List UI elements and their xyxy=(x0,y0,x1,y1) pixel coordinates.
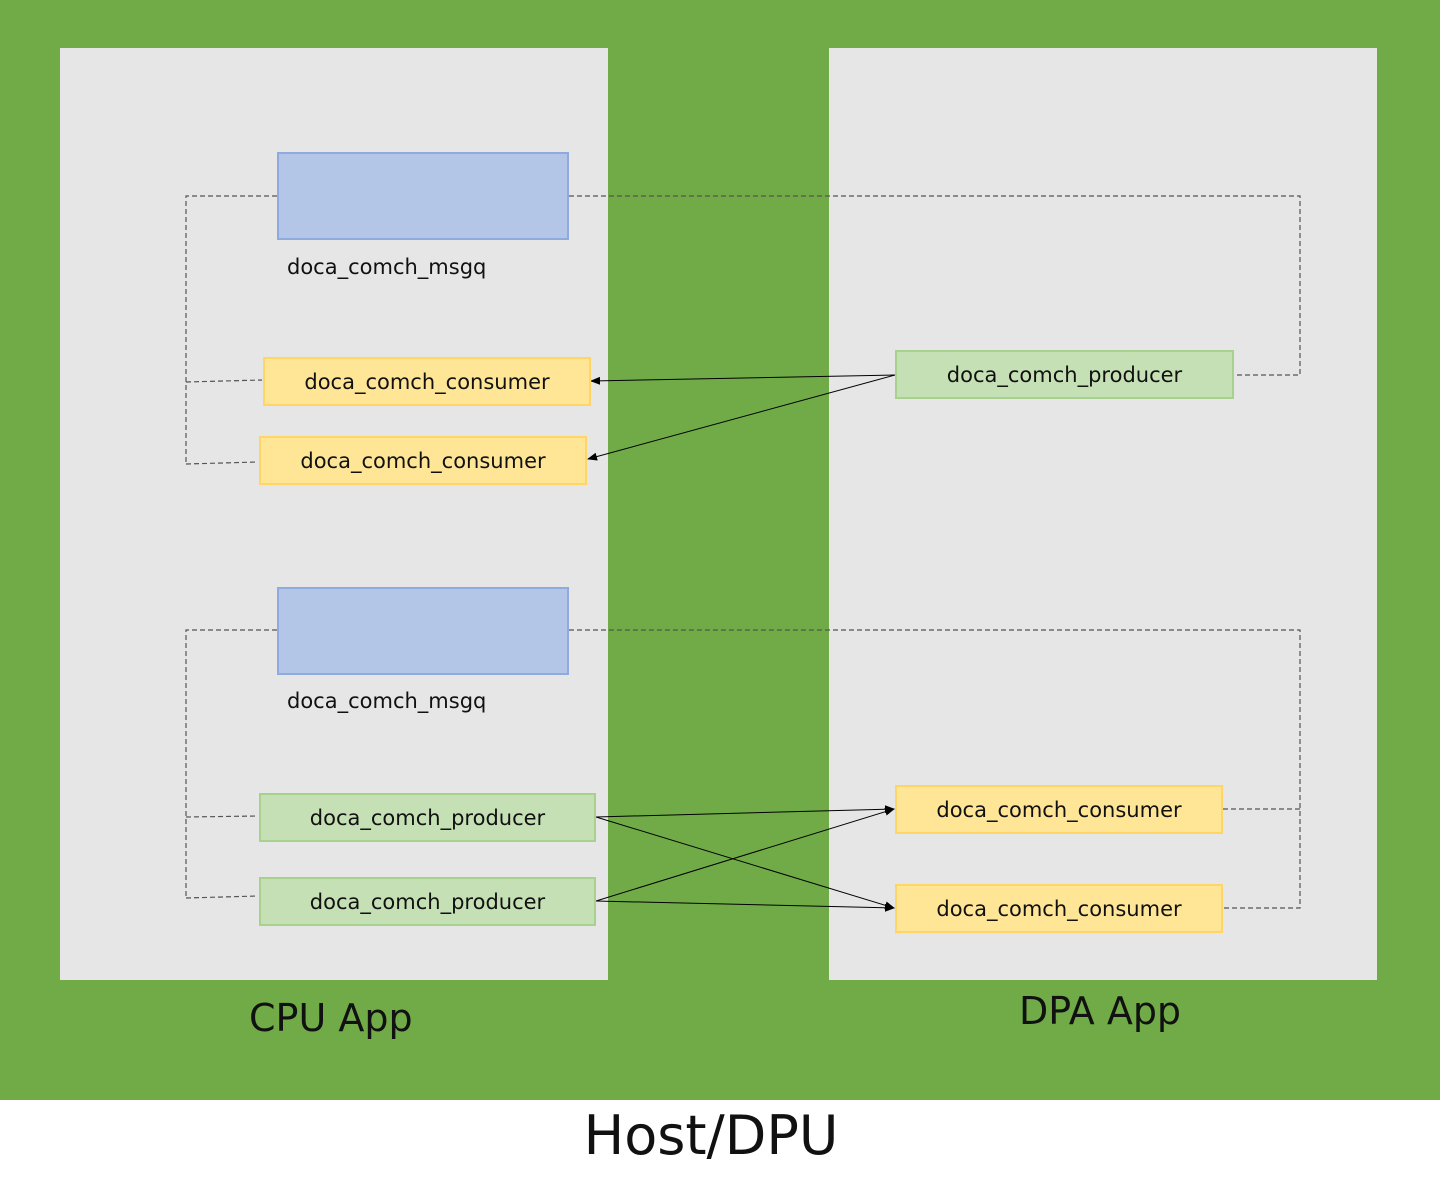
dpa-consumer-box-2: doca_comch_consumer xyxy=(895,884,1223,933)
dpa-app-label: DPA App xyxy=(1019,989,1182,1033)
cpu-producer-box-1: doca_comch_producer xyxy=(259,793,596,842)
host-dpu-label: Host/DPU xyxy=(583,1104,839,1167)
cpu-msgq-caption-2: doca_comch_msgq xyxy=(287,689,487,713)
dpa-app-panel xyxy=(829,48,1377,980)
cpu-msgq-box-2 xyxy=(277,587,569,675)
cpu-msgq-caption-1: doca_comch_msgq xyxy=(287,255,487,279)
dpa-producer-box: doca_comch_producer xyxy=(895,350,1234,399)
dpa-consumer-box-1: doca_comch_consumer xyxy=(895,785,1223,834)
cpu-consumer-box-1: doca_comch_consumer xyxy=(263,357,591,406)
cpu-consumer-box-2: doca_comch_consumer xyxy=(259,436,587,485)
cpu-producer-box-2: doca_comch_producer xyxy=(259,877,596,926)
cpu-app-label: CPU App xyxy=(249,996,413,1040)
cpu-msgq-box-1 xyxy=(277,152,569,240)
